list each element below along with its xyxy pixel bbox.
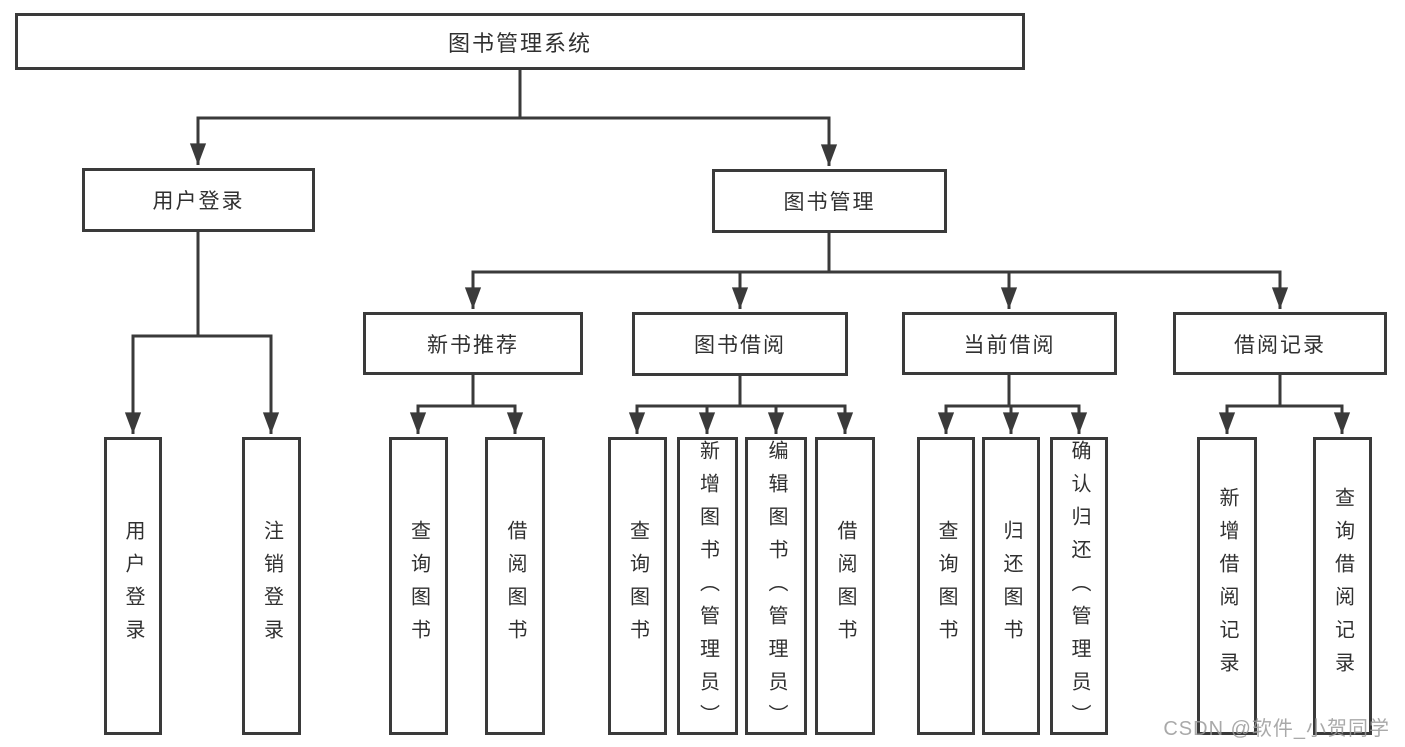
csdn-watermark: CSDN @软件_小贺同学 [1163, 718, 1390, 740]
node-leaf-query-borrow-record: 查询借阅记录 [1313, 437, 1372, 735]
leaf-label: 新增借阅记录 [1216, 487, 1238, 685]
leaf-label: 查询图书 [935, 520, 957, 652]
node-user-login: 用户登录 [82, 168, 315, 232]
leaf-label: 注销登录 [260, 520, 283, 652]
node-leaf-confirm-return-admin: 确认归还（管理员） [1050, 437, 1108, 737]
edge-borrow-records-to-leaves [1218, 375, 1351, 435]
node-leaf-edit-books-admin: 编辑图书（管理员） [745, 437, 807, 737]
node-leaf-add-borrow-record: 新增借阅记录 [1197, 437, 1257, 735]
node-borrow-records: 借阅记录 [1173, 312, 1387, 375]
edge-root-to-level1 [189, 70, 838, 167]
leaf-label: 归还图书 [1000, 520, 1022, 652]
edge-book-management-to-level2 [464, 233, 1289, 310]
edge-new-book-recommend-to-leaves [409, 375, 524, 435]
node-current-borrow: 当前借阅 [902, 312, 1117, 375]
node-leaf-query-books-current: 查询图书 [917, 437, 975, 735]
node-library-system: 图书管理系统 [15, 13, 1025, 70]
node-book-borrow: 图书借阅 [632, 312, 848, 376]
node-leaf-return-books: 归还图书 [982, 437, 1040, 735]
leaf-label: 借阅图书 [504, 520, 526, 652]
node-leaf-borrow-books-recommend: 借阅图书 [485, 437, 545, 735]
leaf-label: 借阅图书 [834, 520, 856, 652]
leaf-label: 确认归还（管理员） [1068, 440, 1090, 737]
leaf-label: 编辑图书（管理员） [765, 440, 787, 737]
edge-current-borrow-to-leaves [937, 375, 1088, 435]
node-leaf-user-login: 用户登录 [104, 437, 162, 735]
edge-book-borrow-to-leaves [628, 375, 854, 435]
node-book-management: 图书管理 [712, 169, 947, 233]
node-leaf-add-books-admin: 新增图书（管理员） [677, 437, 738, 737]
leaf-label: 查询图书 [626, 520, 649, 652]
node-leaf-query-books-borrow: 查询图书 [608, 437, 667, 735]
node-new-book-recommend: 新书推荐 [363, 312, 583, 375]
node-leaf-logout: 注销登录 [242, 437, 301, 735]
leaf-label: 用户登录 [122, 520, 144, 652]
node-leaf-query-books-recommend: 查询图书 [389, 437, 448, 735]
leaf-label: 新增图书（管理员） [696, 440, 719, 737]
node-leaf-borrow-books: 借阅图书 [815, 437, 875, 735]
edge-user-login-to-leaves [124, 232, 280, 435]
leaf-label: 查询借阅记录 [1331, 487, 1354, 685]
leaf-label: 查询图书 [407, 520, 430, 652]
